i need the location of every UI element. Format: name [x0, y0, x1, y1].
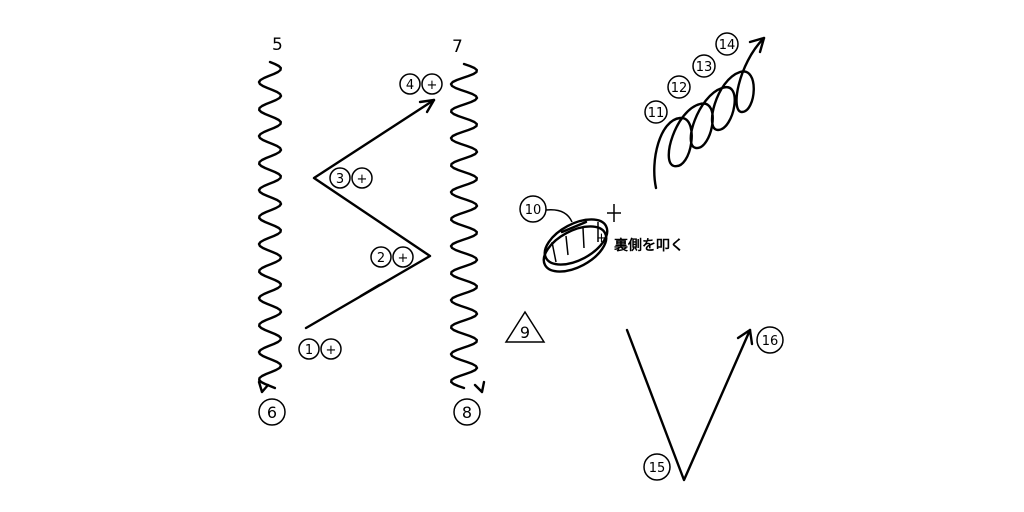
svg-text:10: 10	[525, 203, 542, 218]
svg-text:15: 15	[649, 461, 666, 476]
svg-text:4: 4	[406, 78, 414, 93]
zigzag-path	[304, 98, 436, 330]
v-arrowhead	[736, 328, 754, 346]
label-5: 5	[272, 35, 283, 55]
svg-text:16: 16	[762, 334, 779, 349]
marker-2-plus: 2 +	[370, 246, 414, 268]
svg-text:+: +	[326, 343, 337, 358]
triangle-marker-9: 9	[504, 310, 546, 343]
svg-text:3: 3	[336, 172, 344, 187]
marker-6: 6	[258, 398, 286, 426]
marker-3-plus: 3 +	[329, 167, 373, 189]
spiral-path	[653, 36, 766, 190]
tambourine-hand	[560, 220, 588, 234]
spiral-arrowhead	[748, 36, 766, 54]
tambourine-plus-mark	[607, 204, 621, 222]
svg-text:11: 11	[648, 106, 665, 121]
tambourine-jingles	[551, 222, 599, 263]
marker-16: 16	[756, 326, 784, 354]
marker-12: 12	[667, 75, 691, 99]
svg-text:+: +	[427, 78, 438, 93]
tambourine-icon	[542, 204, 621, 273]
wavy-line-5-to-6	[257, 60, 283, 394]
svg-text:9: 9	[520, 323, 530, 342]
marker-4-plus: 4 +	[399, 73, 443, 95]
tambourine-instruction: 裏側を叩く	[613, 237, 684, 254]
marker-15: 15	[643, 453, 671, 481]
tambourine-plus-label: +	[596, 231, 607, 246]
zigzag-arrowhead	[418, 98, 436, 114]
tambourine-pointer	[545, 209, 573, 223]
v-path	[625, 328, 754, 482]
marker-11: 11	[644, 100, 668, 124]
marker-8: 8	[453, 398, 481, 426]
svg-text:+: +	[398, 251, 409, 266]
svg-text:1: 1	[305, 343, 313, 358]
svg-text:14: 14	[719, 38, 736, 53]
svg-text:2: 2	[377, 251, 385, 266]
marker-14: 14	[715, 32, 739, 56]
svg-text:13: 13	[696, 60, 713, 75]
svg-text:8: 8	[462, 403, 472, 422]
marker-1-plus: 1 +	[298, 338, 342, 360]
label-7: 7	[452, 37, 463, 57]
marker-10: 10	[519, 195, 547, 223]
svg-text:+: +	[357, 172, 368, 187]
wavy-line-7-to-8	[449, 62, 486, 394]
wave-right-arrowhead	[473, 380, 486, 394]
svg-text:6: 6	[267, 403, 277, 422]
zigzag-tick-mark	[359, 283, 381, 297]
wave-left-arrowhead	[257, 380, 270, 394]
marker-13: 13	[692, 54, 716, 78]
svg-text:12: 12	[671, 81, 688, 96]
